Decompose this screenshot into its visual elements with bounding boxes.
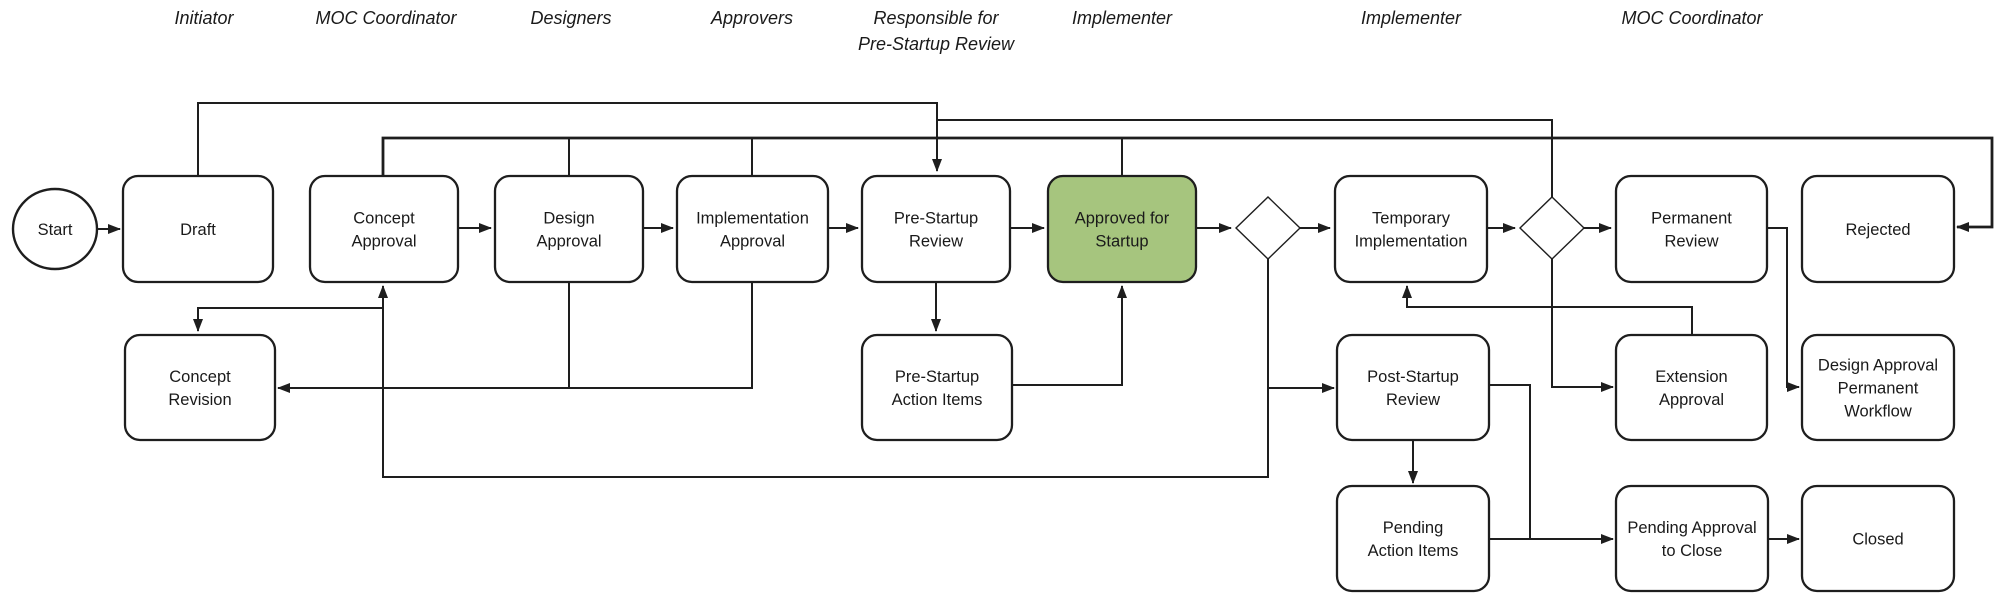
flow-connector-action-items-to-approved — [1012, 285, 1127, 386]
node-post-startup-review — [1335, 333, 1491, 442]
lane-header-moc-coordinator-1: MOC Coordinator — [315, 8, 457, 28]
node-draft — [121, 174, 275, 284]
flow-connector-branch-to-concept-revision — [193, 307, 383, 332]
flow-connector-post-startup-to-close-join — [1489, 384, 1531, 539]
lane-header-implementer-2: Implementer — [1361, 8, 1462, 28]
node-decision-1-decision-diamond — [1234, 196, 1302, 260]
flow-connector-decision2-to-extension — [1551, 259, 1614, 392]
node-decision-2-decision-diamond — [1518, 196, 1586, 260]
node-rejected — [1800, 174, 1956, 284]
lane-header-implementer-1: Implementer — [1072, 8, 1173, 28]
node-concept-revision — [123, 333, 277, 442]
flow-connector-decision2-top-feedback — [937, 119, 1553, 197]
flow-connector-reject-trunk-to-rejected — [381, 136, 1994, 232]
node-pending-action-items — [1335, 484, 1491, 593]
node-pending-approval-to-close — [1614, 484, 1770, 593]
node-design-approval-permanent-workflow — [1800, 333, 1956, 442]
node-permanent-review — [1614, 174, 1769, 284]
lane-header-moc-coordinator-2: MOC Coordinator — [1621, 8, 1763, 28]
node-start-label: Start — [38, 221, 73, 239]
node-closed — [1800, 484, 1956, 593]
node-temporary-implementation — [1333, 174, 1489, 284]
node-closed-label: Closed — [1852, 531, 1903, 549]
flow-connector-decision1-to-post-startup — [1267, 259, 1335, 393]
node-design-approval — [493, 174, 645, 284]
node-draft-label: Draft — [180, 221, 216, 239]
node-start — [11, 187, 99, 271]
node-pre-startup-review — [860, 174, 1012, 284]
node-approved-for-startup — [1046, 174, 1198, 284]
lane-header-approvers: Approvers — [710, 8, 793, 28]
node-pre-startup-action-items — [860, 333, 1014, 442]
node-extension-approval — [1614, 333, 1769, 442]
node-implementation-approval — [675, 174, 830, 284]
flow-connector-decision1-to-concept-approval — [378, 285, 1269, 478]
flow-connector-draft-to-psr-top — [197, 102, 942, 176]
lane-header-designers: Designers — [530, 8, 611, 28]
lane-header-initiator: Initiator — [174, 8, 234, 28]
flow-connector-extension-to-temporary — [1402, 285, 1693, 335]
node-rejected-label: Rejected — [1845, 221, 1910, 239]
flow-connector-permanent-to-dapw — [1767, 227, 1800, 392]
node-concept-approval — [308, 174, 460, 284]
flow-connector-implementation-to-concept-revision — [277, 282, 753, 393]
